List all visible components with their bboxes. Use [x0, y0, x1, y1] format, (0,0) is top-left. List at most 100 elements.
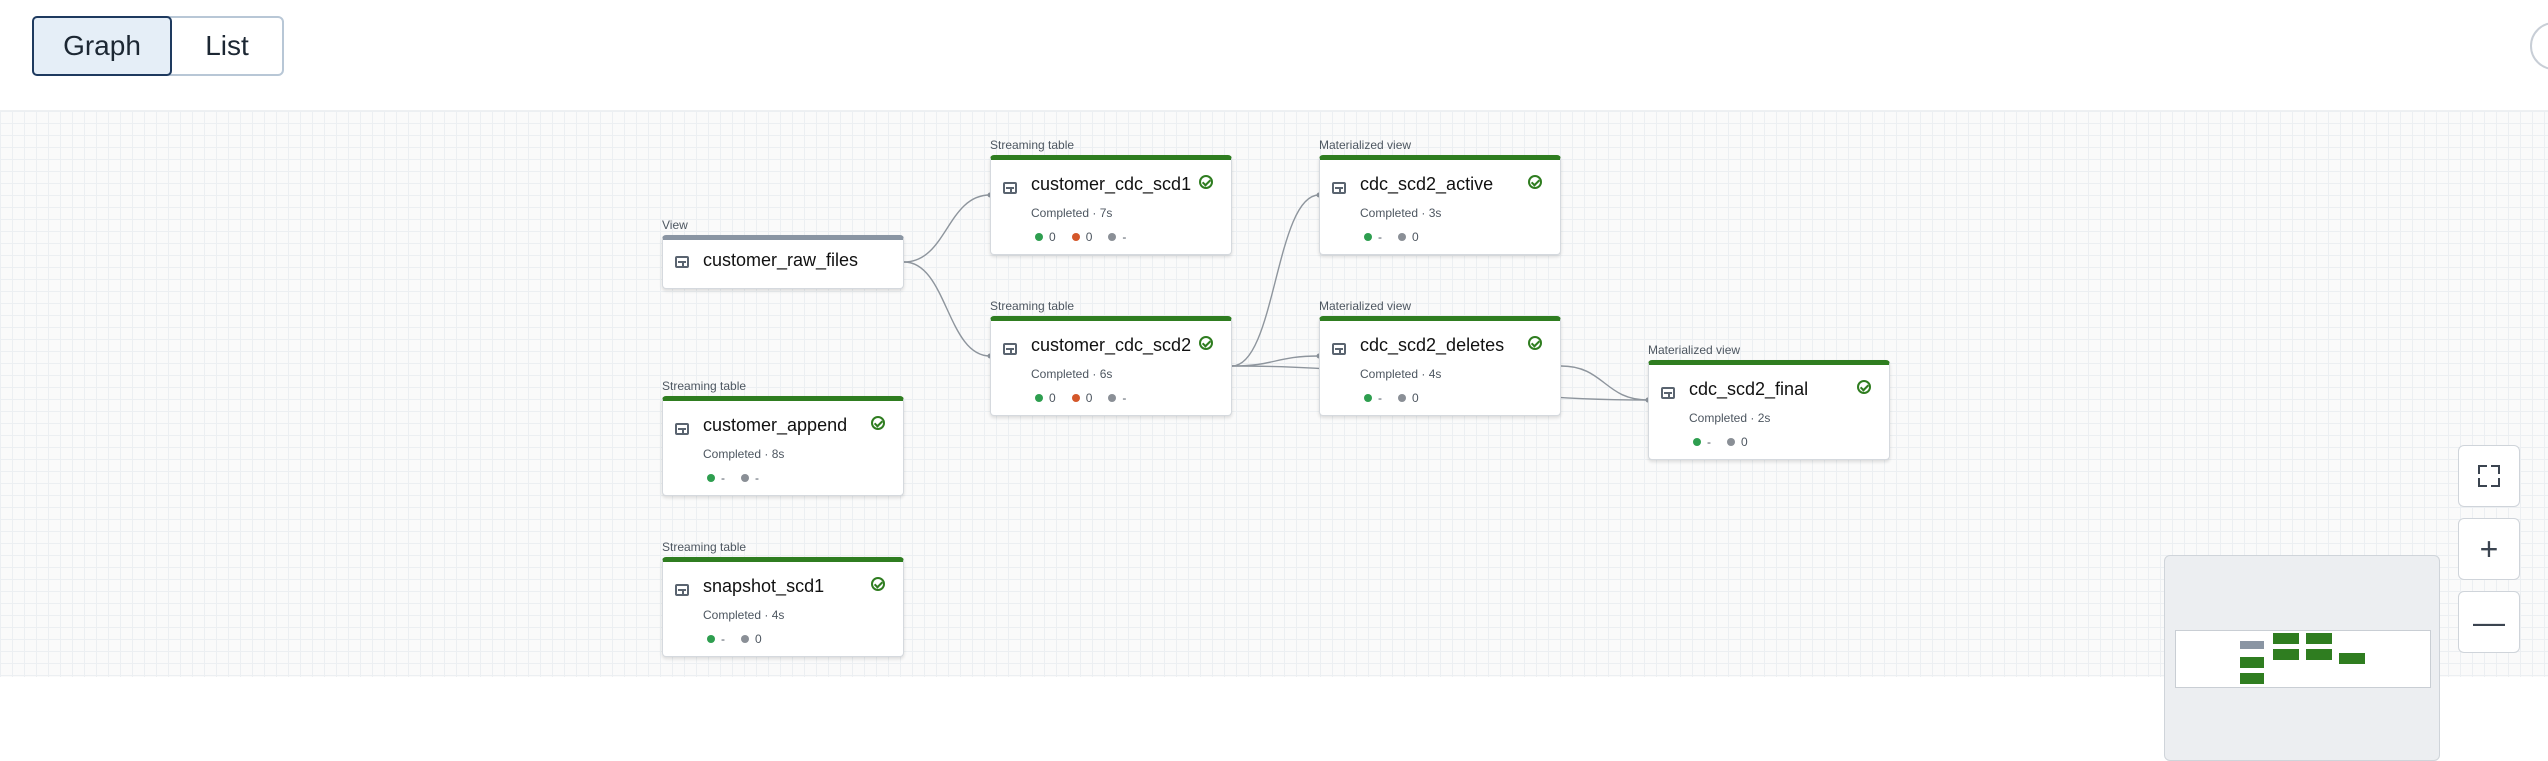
node-title: customer_raw_files — [703, 250, 859, 270]
table-icon — [1003, 343, 1017, 355]
table-icon — [1661, 387, 1675, 399]
metric-value: 0 — [755, 632, 762, 646]
node-metrics: -0 — [1693, 435, 1748, 449]
metric-green: 0 — [1035, 230, 1056, 244]
gray-dot-icon — [741, 474, 749, 482]
graph-tab[interactable]: Graph — [32, 16, 172, 76]
node-status: Completed · 7s — [1031, 206, 1113, 220]
node-status: Completed · 8s — [703, 447, 785, 461]
node-status: Completed · 6s — [1031, 367, 1113, 381]
metric-value: - — [1707, 435, 1711, 449]
fit-view-icon — [2478, 465, 2500, 487]
metric-value: - — [1122, 391, 1127, 405]
gray-dot-icon — [1398, 233, 1406, 241]
node-metrics: -0 — [1364, 230, 1419, 244]
edge-customer_cdc_scd2-to-cdc_scd2_active — [1231, 194, 1320, 367]
fit-view-button[interactable] — [2458, 445, 2520, 507]
metric-value: 0 — [1741, 435, 1748, 449]
node-title: customer_cdc_scd2 — [1031, 335, 1192, 355]
minimap-node-snapshot_scd1 — [2240, 673, 2264, 684]
node-status: Completed · 4s — [1360, 367, 1442, 381]
status-check-icon — [1199, 336, 1213, 350]
metric-value: - — [1122, 230, 1127, 244]
node-type-label: Streaming table — [990, 138, 1075, 152]
minus-icon: — — [2473, 603, 2505, 640]
metric-value: - — [755, 471, 759, 485]
metric-gray: - — [741, 471, 759, 485]
edge-customer_raw_files-to-customer_cdc_scd2 — [903, 261, 991, 357]
node-metrics: -- — [707, 471, 759, 485]
metric-green: - — [1693, 435, 1711, 449]
status-check-icon — [1199, 175, 1213, 189]
minimap-node-customer_append — [2240, 657, 2264, 668]
green-dot-icon — [1364, 233, 1372, 241]
node-type-label: Streaming table — [662, 379, 747, 393]
minimap-node-customer_cdc_scd2 — [2273, 649, 2299, 660]
minimap-node-cdc_scd2_deletes — [2306, 649, 2332, 660]
node-status: Completed · 2s — [1689, 411, 1771, 425]
red-dot-icon — [1071, 394, 1080, 402]
node-metrics: -0 — [707, 632, 762, 646]
metric-value: - — [721, 632, 725, 646]
node-title: snapshot_scd1 — [703, 576, 825, 596]
view-toggle: Graph List — [32, 16, 284, 76]
table-icon — [675, 584, 689, 596]
green-dot-icon — [1364, 394, 1372, 402]
metric-value: - — [721, 471, 725, 485]
panel-toggle-button[interactable] — [2530, 22, 2548, 70]
metric-green: - — [1364, 391, 1382, 405]
minimap-node-cdc_scd2_active — [2306, 633, 2332, 644]
metric-gray: 0 — [1727, 435, 1748, 449]
minimap-viewport[interactable] — [2175, 630, 2431, 688]
metric-red: 0 — [1071, 230, 1092, 244]
green-dot-icon — [1035, 394, 1043, 402]
node-title: customer_append — [703, 415, 848, 435]
node-title: cdc_scd2_deletes — [1360, 335, 1505, 355]
table-icon — [675, 423, 689, 435]
metric-value: - — [1378, 230, 1382, 244]
node-type-label: Materialized view — [1319, 138, 1412, 152]
metric-value: 0 — [1085, 391, 1093, 405]
status-check-icon — [1528, 336, 1542, 350]
node-title: cdc_scd2_active — [1360, 174, 1494, 194]
metric-red: 0 — [1071, 391, 1093, 405]
zoom-in-button[interactable]: + — [2458, 518, 2520, 580]
graph-node-customer_raw_files[interactable]: customer_raw_files — [662, 235, 904, 289]
status-check-icon — [1857, 380, 1871, 394]
edge-customer_cdc_scd2-to-cdc_scd2_deletes — [1231, 355, 1320, 367]
metric-green: 0 — [1035, 391, 1056, 405]
metric-gray: - — [1108, 391, 1126, 405]
metric-value: 0 — [1412, 391, 1419, 405]
node-status: Completed · 3s — [1360, 206, 1442, 220]
node-type-label: Streaming table — [662, 540, 747, 554]
node-title: customer_cdc_scd1 — [1031, 174, 1192, 194]
node-status: Completed · 4s — [703, 608, 785, 622]
edge-customer_raw_files-to-customer_cdc_scd1 — [903, 194, 991, 263]
metric-green: - — [1364, 230, 1382, 244]
list-tab[interactable]: List — [205, 30, 249, 61]
minimap[interactable] — [2164, 555, 2440, 761]
table-icon — [1332, 343, 1346, 355]
gray-dot-icon — [1108, 394, 1117, 402]
minimap-node-cdc_scd2_final — [2339, 653, 2365, 664]
status-check-icon — [871, 577, 885, 591]
metric-value: 0 — [1049, 230, 1056, 244]
zoom-out-button[interactable]: — — [2458, 591, 2520, 653]
gray-dot-icon — [741, 635, 749, 643]
green-dot-icon — [1035, 233, 1043, 241]
metric-green: - — [707, 471, 725, 485]
green-dot-icon — [707, 635, 715, 643]
table-icon — [1003, 182, 1017, 194]
plus-icon: + — [2479, 530, 2499, 567]
metric-gray: - — [1108, 230, 1126, 244]
node-title: cdc_scd2_final — [1689, 379, 1809, 399]
node-type-label: Materialized view — [1319, 299, 1412, 313]
